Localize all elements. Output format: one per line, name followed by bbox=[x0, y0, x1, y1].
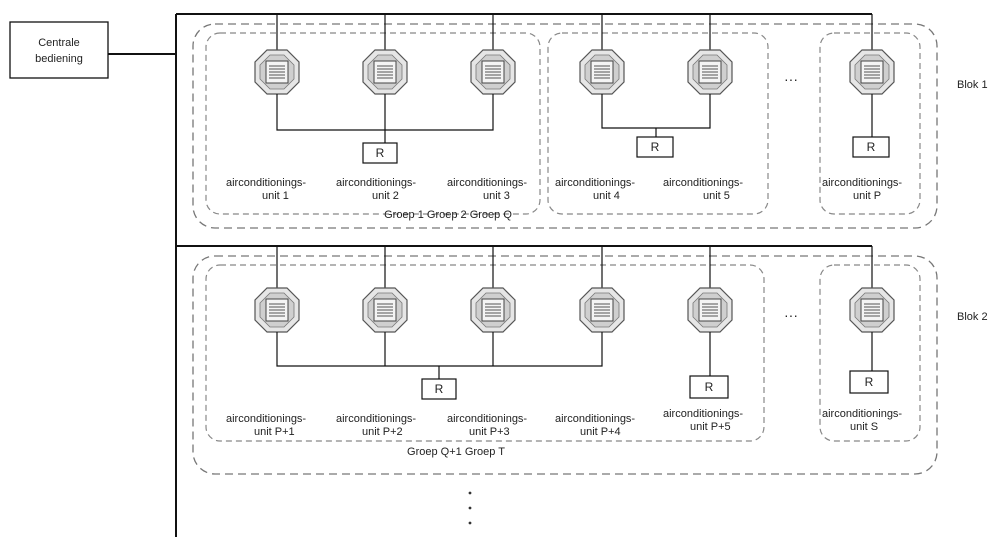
groups-label: Groep Q+1 Groep T bbox=[407, 446, 505, 458]
unit-label: unit P bbox=[853, 190, 881, 202]
ac-unit-icon bbox=[687, 287, 733, 333]
remote-controller bbox=[689, 375, 729, 399]
remote-label: R bbox=[376, 146, 385, 160]
remote-controller bbox=[636, 136, 674, 158]
ac-unit-icon bbox=[362, 49, 408, 95]
controller-label-line1: Centrale bbox=[38, 37, 80, 49]
remote-controller bbox=[852, 136, 890, 158]
central-controller: Centrale bediening bbox=[9, 21, 109, 79]
unit-label: airconditionings- bbox=[822, 177, 902, 189]
remote-label: R bbox=[435, 382, 444, 396]
unit-label: airconditionings- bbox=[447, 177, 527, 189]
unit-label: airconditionings- bbox=[447, 413, 527, 425]
unit-label: unit P+4 bbox=[580, 426, 621, 438]
unit-label: airconditionings- bbox=[555, 177, 635, 189]
controller-label-line2: bediening bbox=[35, 53, 83, 65]
groups-label: Groep 1 Groep 2 Groep Q bbox=[384, 209, 512, 221]
unit-label: unit 3 bbox=[483, 190, 510, 202]
unit-label: airconditionings- bbox=[663, 408, 743, 420]
ellipsis: ··· bbox=[784, 307, 798, 323]
ac-unit-icon bbox=[849, 287, 895, 333]
unit-label: unit P+5 bbox=[690, 421, 731, 433]
block-2-boundary bbox=[192, 255, 938, 475]
ac-unit-icon bbox=[579, 287, 625, 333]
unit-label: unit 5 bbox=[703, 190, 730, 202]
ac-unit-icon bbox=[849, 49, 895, 95]
block-label: Blok 2 bbox=[957, 311, 988, 323]
unit-label: unit 4 bbox=[593, 190, 620, 202]
remote-controller bbox=[849, 370, 889, 394]
unit-label: unit S bbox=[850, 421, 878, 433]
continuation-dots bbox=[468, 491, 472, 525]
block-2: R R R ··· airconditionings- unit P+1 air… bbox=[192, 246, 988, 475]
ac-unit-icon bbox=[362, 287, 408, 333]
ac-unit-icon bbox=[687, 49, 733, 95]
unit-label: airconditionings- bbox=[226, 177, 306, 189]
ac-unit-icon bbox=[254, 49, 300, 95]
unit-label: unit 2 bbox=[372, 190, 399, 202]
ac-unit-icon bbox=[254, 287, 300, 333]
block-1-boundary bbox=[192, 23, 938, 229]
block-1-group-2 bbox=[547, 32, 769, 215]
block-1-group-1 bbox=[205, 32, 541, 215]
remote-label: R bbox=[705, 380, 714, 394]
remote-label: R bbox=[867, 140, 876, 154]
unit-label: unit P+1 bbox=[254, 426, 295, 438]
ac-unit-icon bbox=[470, 49, 516, 95]
block-label: Blok 1 bbox=[957, 79, 988, 91]
block-2-group-t bbox=[819, 264, 921, 442]
unit-label: airconditionings- bbox=[336, 413, 416, 425]
unit-label: unit 1 bbox=[262, 190, 289, 202]
remote-controller bbox=[421, 378, 457, 400]
unit-label: airconditionings- bbox=[226, 413, 306, 425]
remote-label: R bbox=[651, 140, 660, 154]
block-1-group-q bbox=[819, 32, 921, 215]
ellipsis: ··· bbox=[784, 71, 798, 87]
unit-label: unit P+2 bbox=[362, 426, 403, 438]
remote-label: R bbox=[865, 375, 874, 389]
unit-label: airconditionings- bbox=[822, 408, 902, 420]
unit-label: airconditionings- bbox=[336, 177, 416, 189]
ac-unit-icon bbox=[579, 49, 625, 95]
unit-label: unit P+3 bbox=[469, 426, 510, 438]
main-bus bbox=[108, 13, 872, 537]
remote-controller bbox=[362, 142, 398, 164]
block-2-group-q1 bbox=[205, 264, 765, 442]
unit-label: airconditionings- bbox=[663, 177, 743, 189]
block-1: R R R ··· airconditionings- unit 1 airco… bbox=[192, 14, 988, 229]
ac-unit-icon bbox=[470, 287, 516, 333]
unit-label: airconditionings- bbox=[555, 413, 635, 425]
